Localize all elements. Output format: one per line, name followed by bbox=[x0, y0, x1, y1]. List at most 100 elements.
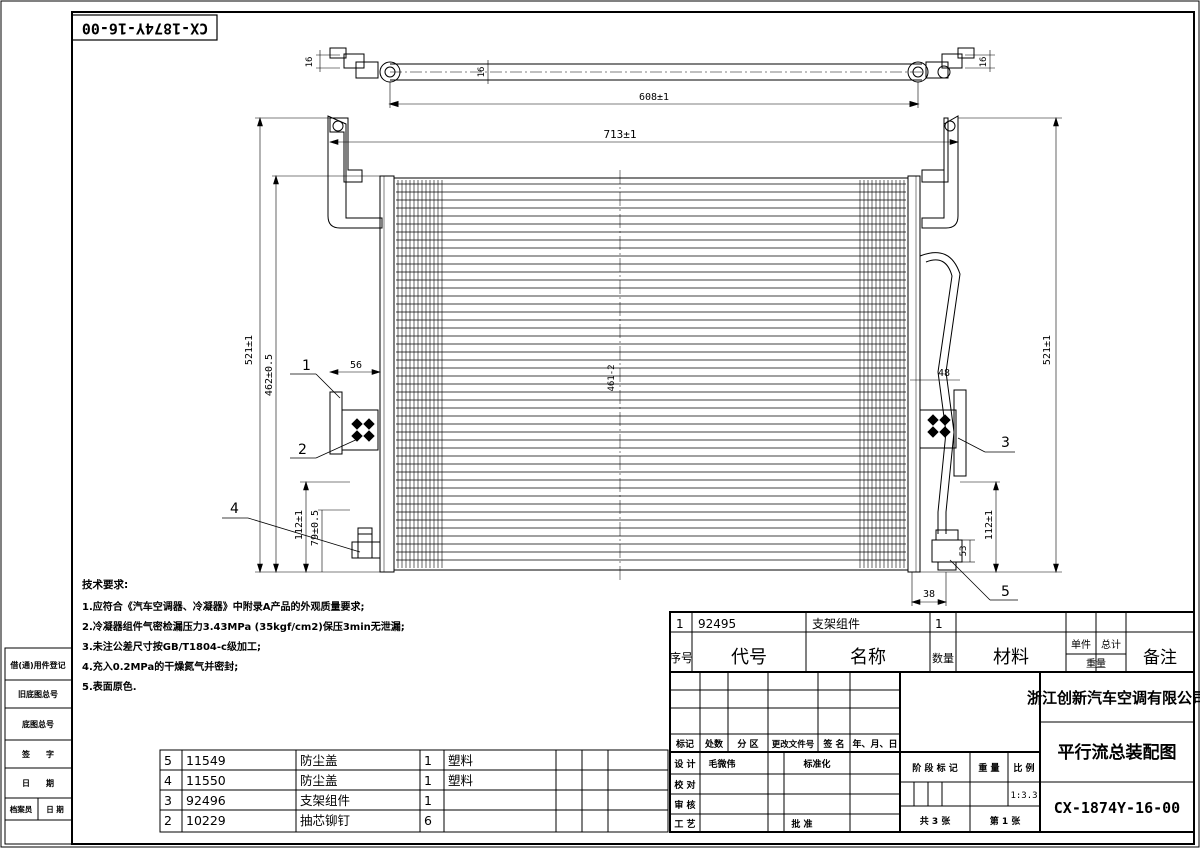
balloon-4: 4 bbox=[230, 501, 239, 517]
dim-lower-79: 79±0.5 bbox=[310, 510, 321, 546]
bom-top-qty: 1 bbox=[935, 617, 943, 631]
bom-cell-name: 支架组件 bbox=[300, 793, 350, 808]
bom-cell-code: 11550 bbox=[186, 773, 226, 788]
title-block-text: 1 92495 支架组件 1 序号 代号 名称 数量 材料 单件 总计 重量 备… bbox=[669, 617, 1200, 830]
condenser-front-view bbox=[327, 115, 959, 580]
bom-cell-seq: 3 bbox=[164, 793, 172, 808]
core-fins-right bbox=[859, 180, 905, 568]
company-name: 浙江创新汽车空调有限公司 bbox=[1027, 689, 1200, 707]
bom-cell-code: 92496 bbox=[186, 793, 226, 808]
header-code: 代号 bbox=[731, 647, 767, 668]
dim-bracket-width: 56 bbox=[350, 360, 362, 371]
bom-cell-material: 塑料 bbox=[448, 773, 474, 788]
rev-file: 更改文件号 bbox=[772, 739, 815, 750]
label-scale: 比 例 bbox=[1013, 762, 1034, 774]
balloon-5: 5 bbox=[1001, 584, 1010, 600]
bom-cell-code: 10229 bbox=[186, 813, 226, 828]
header-remark: 备注 bbox=[1143, 648, 1177, 668]
dim-lower-112-right: 112±1 bbox=[984, 510, 995, 540]
header-weight: 重量 bbox=[1086, 657, 1106, 670]
technical-notes: 技术要求: 1.应符合《汽车空调器、冷凝器》中附录A产品的外观质量要求; 2.冷… bbox=[82, 578, 405, 693]
left-bracket-assembly bbox=[329, 391, 381, 559]
label-stage: 阶 段 标 记 bbox=[912, 762, 957, 774]
dim-top-left: 16 bbox=[305, 57, 315, 68]
rev-mark: 标记 bbox=[675, 738, 694, 750]
header-unit: 单件 bbox=[1071, 639, 1091, 651]
bom-top-code: 92495 bbox=[698, 617, 736, 631]
dim-fitting-offset: 38 bbox=[923, 589, 935, 600]
label-check: 校 对 bbox=[674, 779, 695, 791]
scale-value: 1:3.3 bbox=[1010, 791, 1037, 801]
dim-lower-112-left: 112±1 bbox=[294, 510, 305, 540]
dim-height-left: 521±1 bbox=[244, 335, 255, 365]
rev-date: 年、月、日 bbox=[852, 738, 897, 750]
inner-border bbox=[71, 11, 1195, 845]
side-label-archive-date: 日 期 bbox=[46, 804, 64, 814]
label-review: 审 核 bbox=[674, 799, 695, 811]
side-label-sign: 签 字 bbox=[21, 749, 54, 759]
bom-cell-material: 塑料 bbox=[448, 753, 474, 768]
bom-cell-seq: 2 bbox=[164, 813, 172, 828]
bom-cell-code: 11549 bbox=[186, 753, 226, 768]
header-seq: 序号 bbox=[669, 650, 693, 665]
rev-zone: 分 区 bbox=[737, 738, 758, 750]
bom-cell-name: 防尘盖 bbox=[300, 753, 338, 768]
bom-cell-qty: 1 bbox=[424, 753, 432, 768]
rev-sign: 签 名 bbox=[822, 738, 844, 750]
dim-top-right: 16 bbox=[979, 57, 989, 68]
designer-name: 毛微伟 bbox=[708, 758, 735, 770]
sheets-total: 共 3 张 bbox=[920, 815, 952, 827]
side-registration-strip bbox=[4, 647, 73, 845]
side-label-base: 底图总号 bbox=[21, 719, 54, 729]
dim-right-bracket-width: 48 bbox=[938, 368, 950, 379]
side-label-old-base: 旧底图总号 bbox=[18, 689, 58, 699]
header-material: 材料 bbox=[993, 647, 1029, 668]
bom-cell-name: 防尘盖 bbox=[300, 773, 338, 788]
top-number-box: CX-1874Y-16-00 bbox=[71, 14, 218, 41]
side-label-borrow: 借(通)用件登记 bbox=[9, 660, 65, 670]
side-label-archivist: 档案员 bbox=[10, 804, 33, 814]
side-label-date: 日 期 bbox=[22, 778, 54, 788]
bom-top-seq: 1 bbox=[676, 617, 684, 631]
drawing-title: 平行流总装配图 bbox=[1058, 742, 1177, 763]
title-block bbox=[669, 611, 1195, 833]
front-dimension-lines bbox=[255, 116, 1062, 606]
dim-core-height: 462±0.5 bbox=[264, 354, 275, 396]
note-5: 5.表面原色. bbox=[82, 680, 137, 693]
balloon-1: 1 bbox=[302, 358, 311, 374]
part-balloons bbox=[222, 373, 1018, 601]
balloon-2: 2 bbox=[298, 442, 307, 458]
right-pipe-assembly bbox=[919, 252, 967, 571]
top-drawing-number: CX-1874Y-16-00 bbox=[82, 20, 208, 38]
bom-cell-seq: 4 bbox=[164, 773, 172, 788]
bom-table bbox=[159, 749, 669, 833]
dim-top-mid: 16 bbox=[477, 67, 487, 78]
bom-cell-seq: 5 bbox=[164, 753, 172, 768]
notes-heading: 技术要求: bbox=[82, 578, 128, 591]
drawing-number: CX-1874Y-16-00 bbox=[1054, 799, 1180, 817]
bom-cell-name: 抽芯铆钉 bbox=[300, 813, 351, 828]
note-3: 3.未注公差尺寸按GB/T1804-c级加工; bbox=[82, 640, 261, 653]
bom-cell-qty: 6 bbox=[424, 813, 432, 828]
bom-cell-qty: 1 bbox=[424, 793, 432, 808]
header-total: 总计 bbox=[1101, 638, 1121, 651]
label-standardize: 标准化 bbox=[802, 758, 830, 770]
label-design: 设 计 bbox=[674, 758, 695, 770]
note-4: 4.充入0.2MPa的干燥氮气并密封; bbox=[82, 660, 238, 673]
bom-top-name: 支架组件 bbox=[812, 617, 860, 631]
label-weight: 重 量 bbox=[978, 762, 999, 774]
top-view bbox=[316, 47, 995, 108]
core-fins-left bbox=[397, 180, 443, 568]
dim-pipe-span: 608±1 bbox=[639, 92, 669, 103]
header-name: 名称 bbox=[850, 647, 886, 668]
rev-count: 处数 bbox=[704, 738, 724, 750]
dim-fitting-53: 53 bbox=[959, 546, 969, 557]
dim-height-right: 521±1 bbox=[1042, 335, 1053, 365]
note-2: 2.冷凝器组件气密检漏压力3.43MPa (35kgf/cm2)保压3min无泄… bbox=[82, 620, 405, 633]
dim-core-center: 461-2 bbox=[607, 364, 617, 391]
label-process: 工 艺 bbox=[674, 818, 695, 830]
balloon-3: 3 bbox=[1001, 435, 1010, 451]
